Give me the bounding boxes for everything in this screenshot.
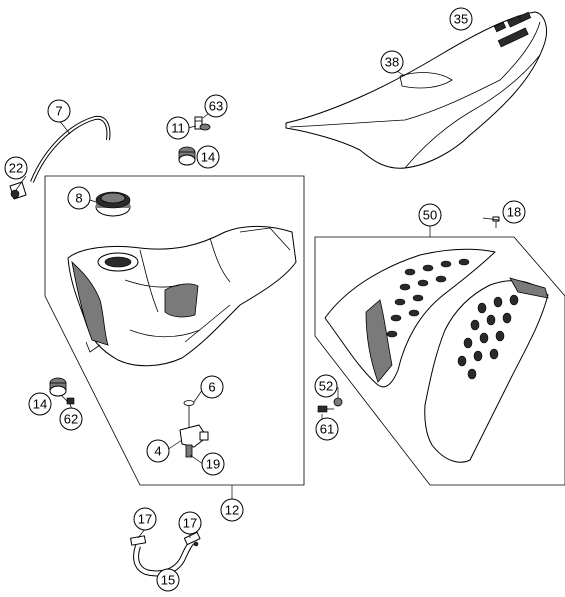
- callout-17-right: 17: [178, 511, 202, 535]
- fuel-tank-group-frame: [44, 175, 305, 486]
- callout-61: 61: [315, 417, 339, 441]
- svg-text:50: 50: [423, 208, 437, 223]
- fuel-tank: [67, 225, 297, 367]
- svg-text:4: 4: [154, 444, 161, 459]
- shroud-left: [324, 248, 496, 388]
- callout-12: 12: [220, 498, 244, 522]
- svg-text:63: 63: [209, 99, 223, 114]
- callout-18: 18: [502, 200, 526, 224]
- fuel-hose: [30, 115, 111, 183]
- callout-50: 50: [418, 203, 442, 227]
- shroud-hardware: [317, 216, 500, 413]
- svg-text:35: 35: [454, 12, 468, 27]
- seat-illustration: [285, 11, 548, 169]
- callout-35: 35: [449, 7, 473, 31]
- fuel-line-with-clamps: [130, 531, 201, 577]
- shroud-right-vents: [457, 294, 519, 380]
- callout-14-left: 14: [28, 392, 52, 416]
- callout-38: 38: [380, 50, 404, 74]
- callout-4: 4: [146, 439, 170, 463]
- callout-62: 62: [59, 407, 83, 431]
- svg-text:17: 17: [138, 512, 152, 527]
- fuel-tap: [179, 400, 209, 458]
- svg-text:52: 52: [319, 379, 333, 394]
- svg-text:19: 19: [206, 457, 220, 472]
- svg-text:22: 22: [9, 161, 23, 176]
- callout-14-top: 14: [196, 145, 220, 169]
- svg-text:14: 14: [33, 397, 47, 412]
- callout-8: 8: [67, 186, 91, 210]
- fuel-hose-inner: [31, 116, 110, 183]
- svg-text:7: 7: [55, 104, 62, 119]
- seat-logo: [493, 11, 532, 48]
- callout-11: 11: [166, 116, 190, 140]
- callout-17-left: 17: [133, 507, 157, 531]
- svg-text:38: 38: [385, 55, 399, 70]
- svg-text:62: 62: [64, 412, 78, 427]
- svg-text:17: 17: [183, 516, 197, 531]
- callout-63: 63: [204, 94, 228, 118]
- shroud-right: [424, 277, 549, 463]
- callout-52: 52: [314, 374, 338, 398]
- fuel-cap: [95, 191, 131, 217]
- svg-text:15: 15: [161, 573, 175, 588]
- hose-fitting: [9, 181, 27, 200]
- callout-6: 6: [200, 375, 224, 399]
- callout-15: 15: [156, 568, 180, 592]
- callout-22: 22: [4, 156, 28, 180]
- screw-and-washer: [194, 116, 211, 131]
- svg-text:12: 12: [225, 503, 239, 518]
- callout-19: 19: [201, 452, 225, 476]
- svg-text:6: 6: [208, 380, 215, 395]
- rubber-grommet-top: [178, 146, 196, 166]
- rubber-grommet-left: [49, 377, 67, 397]
- svg-text:8: 8: [75, 191, 82, 206]
- shroud-left-vents: [386, 258, 470, 338]
- svg-text:61: 61: [320, 422, 334, 437]
- shroud-group-frame: [314, 236, 565, 486]
- svg-text:14: 14: [201, 150, 215, 165]
- svg-text:18: 18: [507, 205, 521, 220]
- svg-text:11: 11: [171, 121, 185, 136]
- callout-7: 7: [47, 99, 71, 123]
